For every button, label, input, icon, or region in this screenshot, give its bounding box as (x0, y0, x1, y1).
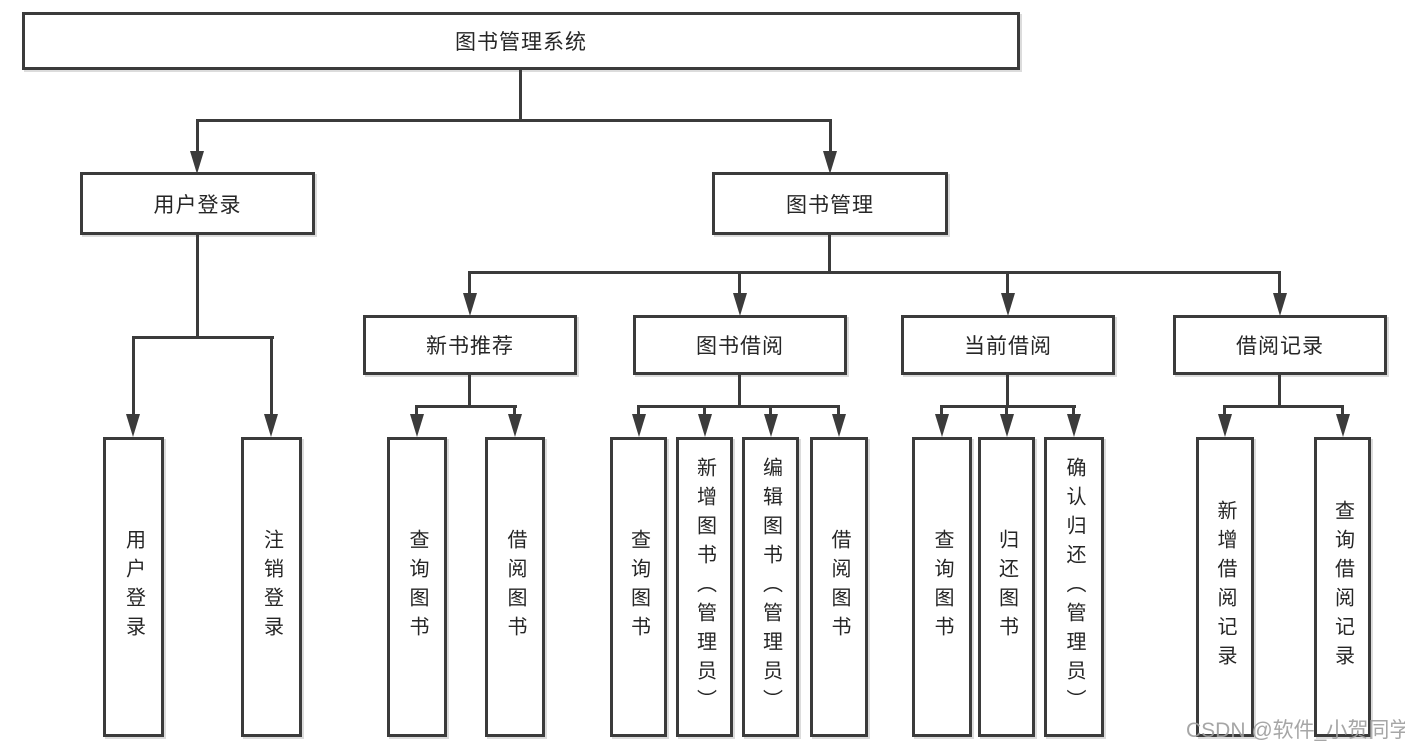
connector-line (703, 405, 706, 417)
arrow-down-icon (126, 414, 140, 437)
connector-line (513, 405, 516, 417)
leaf-logout: 注销登录 (241, 437, 302, 737)
arrow-down-icon (1000, 414, 1014, 437)
node-book-management: 图书管理 (712, 172, 948, 235)
leaf-query-books-recommend: 查询图书 (387, 437, 447, 737)
node-book-borrowing: 图书借阅 (633, 315, 847, 375)
connector-line (940, 405, 943, 417)
node-label: 图书管理 (786, 193, 874, 217)
leaf-return-books: 归还图书 (978, 437, 1035, 737)
connector-line (1006, 375, 1009, 408)
connector-line (1341, 405, 1344, 417)
leaf-query-books-current: 查询图书 (912, 437, 972, 737)
connector-line (196, 235, 199, 339)
connector-line (1005, 405, 1008, 417)
node-label: 图书借阅 (696, 335, 784, 358)
node-user-login: 用户登录 (80, 172, 315, 235)
connector-line (270, 336, 273, 416)
leaf-label: 查询图书 (931, 529, 953, 645)
node-label: 图书管理系统 (455, 31, 587, 54)
arrow-down-icon (764, 414, 778, 437)
leaf-query-borrow-record: 查询借阅记录 (1314, 437, 1371, 737)
leaf-label: 确认归还（管理员） (1063, 456, 1085, 718)
arrow-down-icon (698, 414, 712, 437)
arrow-down-icon (190, 151, 204, 174)
arrow-down-icon (1218, 414, 1232, 437)
leaf-confirm-return-admin: 确认归还（管理员） (1044, 437, 1104, 737)
connector-line (519, 70, 522, 122)
arrow-down-icon (463, 293, 477, 316)
arrow-down-icon (1336, 414, 1350, 437)
arrow-down-icon (1001, 293, 1015, 316)
connector-line (637, 405, 840, 408)
node-new-book-recommendation: 新书推荐 (363, 315, 577, 375)
leaf-add-books-admin: 新增图书（管理员） (676, 437, 733, 737)
arrow-down-icon (264, 414, 278, 437)
node-current-borrowing: 当前借阅 (901, 315, 1115, 375)
connector-line (1278, 375, 1281, 408)
connector-line (637, 405, 640, 417)
connector-line (132, 336, 274, 339)
connector-line (468, 271, 471, 296)
leaf-user-login: 用户登录 (103, 437, 164, 737)
connector-line (415, 405, 517, 408)
leaf-label: 查询图书 (406, 529, 428, 645)
leaf-label: 借阅图书 (504, 529, 526, 645)
leaf-borrow-books-recommend: 借阅图书 (485, 437, 545, 737)
arrow-down-icon (823, 151, 837, 174)
connector-line (132, 336, 135, 416)
arrow-down-icon (508, 414, 522, 437)
connector-line (738, 271, 741, 296)
arrow-down-icon (410, 414, 424, 437)
arrow-down-icon (733, 293, 747, 316)
connector-line (1223, 405, 1226, 417)
connector-line (415, 405, 418, 417)
node-label: 当前借阅 (964, 335, 1052, 358)
connector-line (468, 271, 1281, 274)
connector-line (1006, 271, 1009, 296)
leaf-borrow-books: 借阅图书 (810, 437, 868, 737)
connector-line (196, 119, 832, 122)
connector-line (837, 405, 840, 417)
leaf-label: 查询图书 (627, 529, 650, 645)
leaf-add-borrow-record: 新增借阅记录 (1196, 437, 1254, 737)
leaf-label: 新增借阅记录 (1214, 500, 1236, 674)
node-label: 用户登录 (153, 193, 242, 217)
connector-line (828, 235, 831, 274)
node-label: 新书推荐 (426, 335, 514, 358)
node-label: 借阅记录 (1236, 335, 1324, 358)
leaf-query-books-borrowing: 查询图书 (610, 437, 667, 737)
leaf-label: 归还图书 (995, 529, 1018, 645)
arrow-down-icon (1067, 414, 1081, 437)
leaf-label: 查询借阅记录 (1331, 500, 1354, 674)
arrow-down-icon (632, 414, 646, 437)
arrow-down-icon (935, 414, 949, 437)
connector-line (1278, 271, 1281, 296)
arrow-down-icon (1273, 293, 1287, 316)
csdn-watermark: CSDN @软件_小贺同学 (1186, 719, 1405, 742)
connector-line (940, 405, 1076, 408)
leaf-label: 编辑图书（管理员） (759, 456, 782, 718)
connector-line (1223, 405, 1344, 408)
connector-line (1072, 405, 1075, 417)
node-borrowing-records: 借阅记录 (1173, 315, 1387, 375)
node-library-management-system: 图书管理系统 (22, 12, 1020, 70)
connector-line (769, 405, 772, 417)
connector-line (738, 375, 741, 408)
leaf-label: 注销登录 (260, 529, 283, 645)
leaf-label: 用户登录 (122, 529, 145, 645)
connector-line (468, 375, 471, 408)
leaf-edit-books-admin: 编辑图书（管理员） (742, 437, 799, 737)
arrow-down-icon (832, 414, 846, 437)
connector-line (196, 119, 199, 154)
connector-line (829, 119, 832, 154)
leaf-label: 新增图书（管理员） (693, 456, 716, 718)
leaf-label: 借阅图书 (828, 529, 850, 645)
